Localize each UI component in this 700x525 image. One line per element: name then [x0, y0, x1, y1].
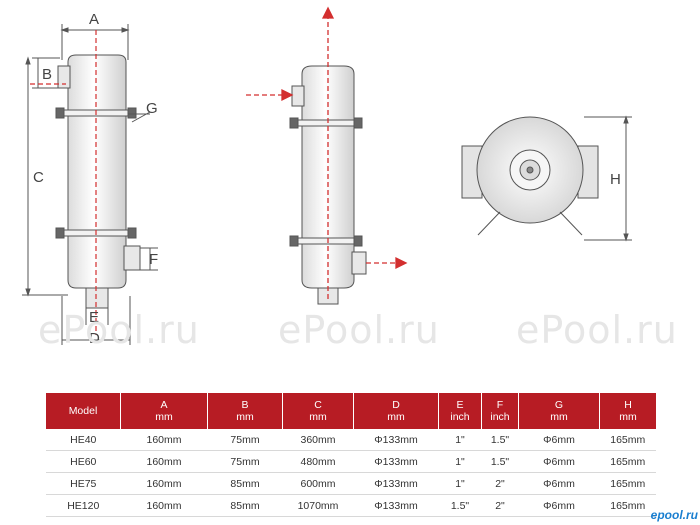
label-e: E: [89, 309, 99, 326]
header-model: Model: [46, 393, 121, 429]
flow-arrows: [246, 6, 408, 300]
top-view: [461, 115, 632, 242]
table-row: HE40 160mm 75mm 360mm Φ133mm 1" 1.5" Φ6m…: [46, 429, 656, 451]
cell-model: HE60: [46, 450, 121, 473]
header-unit: mm: [550, 411, 568, 423]
watermark-2: ePool.ru: [278, 308, 440, 352]
heat-exchanger-drawing: A B C G F E D: [22, 6, 632, 347]
cell-g: Φ6mm: [518, 450, 600, 473]
label-f: F: [149, 251, 158, 268]
side-view-dimensioned: [22, 24, 158, 345]
cell-model: HE40: [46, 429, 121, 451]
cell-h: 165mm: [599, 429, 656, 451]
cell-a: 160mm: [120, 450, 208, 473]
cell-b: 85mm: [207, 494, 283, 517]
label-h: H: [610, 171, 621, 188]
table-row: HE75 160mm 85mm 600mm Φ133mm 1" 2" Φ6mm …: [46, 472, 656, 495]
cell-f: 1.5": [481, 429, 519, 451]
cell-d: Φ133mm: [353, 450, 439, 473]
cell-h: 165mm: [599, 450, 656, 473]
header-unit: mm: [387, 411, 405, 423]
table-row: HE120 160mm 85mm 1070mm Φ133mm 1.5" 2" Φ…: [46, 494, 656, 517]
cell-d: Φ133mm: [353, 429, 439, 451]
cell-c: 600mm: [282, 472, 354, 495]
header-unit: mm: [155, 411, 173, 423]
cell-h: 165mm: [599, 472, 656, 495]
header-label: C: [314, 399, 322, 411]
cell-d: Φ133mm: [353, 472, 439, 495]
label-c: C: [33, 169, 44, 186]
cell-g: Φ6mm: [518, 472, 600, 495]
cell-d: Φ133mm: [353, 494, 439, 517]
cell-a: 160mm: [120, 494, 208, 517]
header-label: D: [392, 399, 400, 411]
cell-e: 1.5": [438, 494, 482, 517]
header-unit: mm: [309, 411, 327, 423]
cell-model: HE120: [46, 494, 121, 517]
label-d: D: [89, 330, 100, 347]
watermark-1: ePool.ru: [38, 308, 200, 352]
logo: epool.ru: [650, 508, 698, 522]
header-unit: inch: [490, 411, 510, 423]
header-label: F: [496, 399, 504, 411]
watermark-3: ePool.ru: [516, 308, 678, 352]
cell-e: 1": [438, 472, 482, 495]
header-label: G: [554, 399, 564, 411]
header-label: H: [624, 399, 632, 411]
cell-g: Φ6mm: [518, 429, 600, 451]
header-label: Model: [68, 405, 98, 417]
table-row: HE60 160mm 75mm 480mm Φ133mm 1" 1.5" Φ6m…: [46, 450, 656, 473]
cell-a: 160mm: [120, 429, 208, 451]
cell-c: 480mm: [282, 450, 354, 473]
cell-c: 360mm: [282, 429, 354, 451]
cell-a: 160mm: [120, 472, 208, 495]
label-b: B: [42, 66, 52, 83]
cell-model: HE75: [46, 472, 121, 495]
cell-f: 2": [481, 472, 519, 495]
header-label: A: [160, 399, 168, 411]
label-a: A: [89, 11, 99, 28]
label-g: G: [146, 100, 158, 117]
cell-e: 1": [438, 429, 482, 451]
cell-b: 75mm: [207, 450, 283, 473]
header-label: E: [456, 399, 464, 411]
cell-e: 1": [438, 450, 482, 473]
cell-f: 1.5": [481, 450, 519, 473]
cell-h: 165mm: [599, 494, 656, 517]
cell-b: 75mm: [207, 429, 283, 451]
cell-f: 2": [481, 494, 519, 517]
header-unit: inch: [450, 411, 470, 423]
header-unit: mm: [619, 411, 637, 423]
header-label: B: [241, 399, 249, 411]
header-unit: mm: [236, 411, 254, 423]
cell-c: 1070mm: [282, 494, 354, 517]
cell-g: Φ6mm: [518, 494, 600, 517]
cell-b: 85mm: [207, 472, 283, 495]
